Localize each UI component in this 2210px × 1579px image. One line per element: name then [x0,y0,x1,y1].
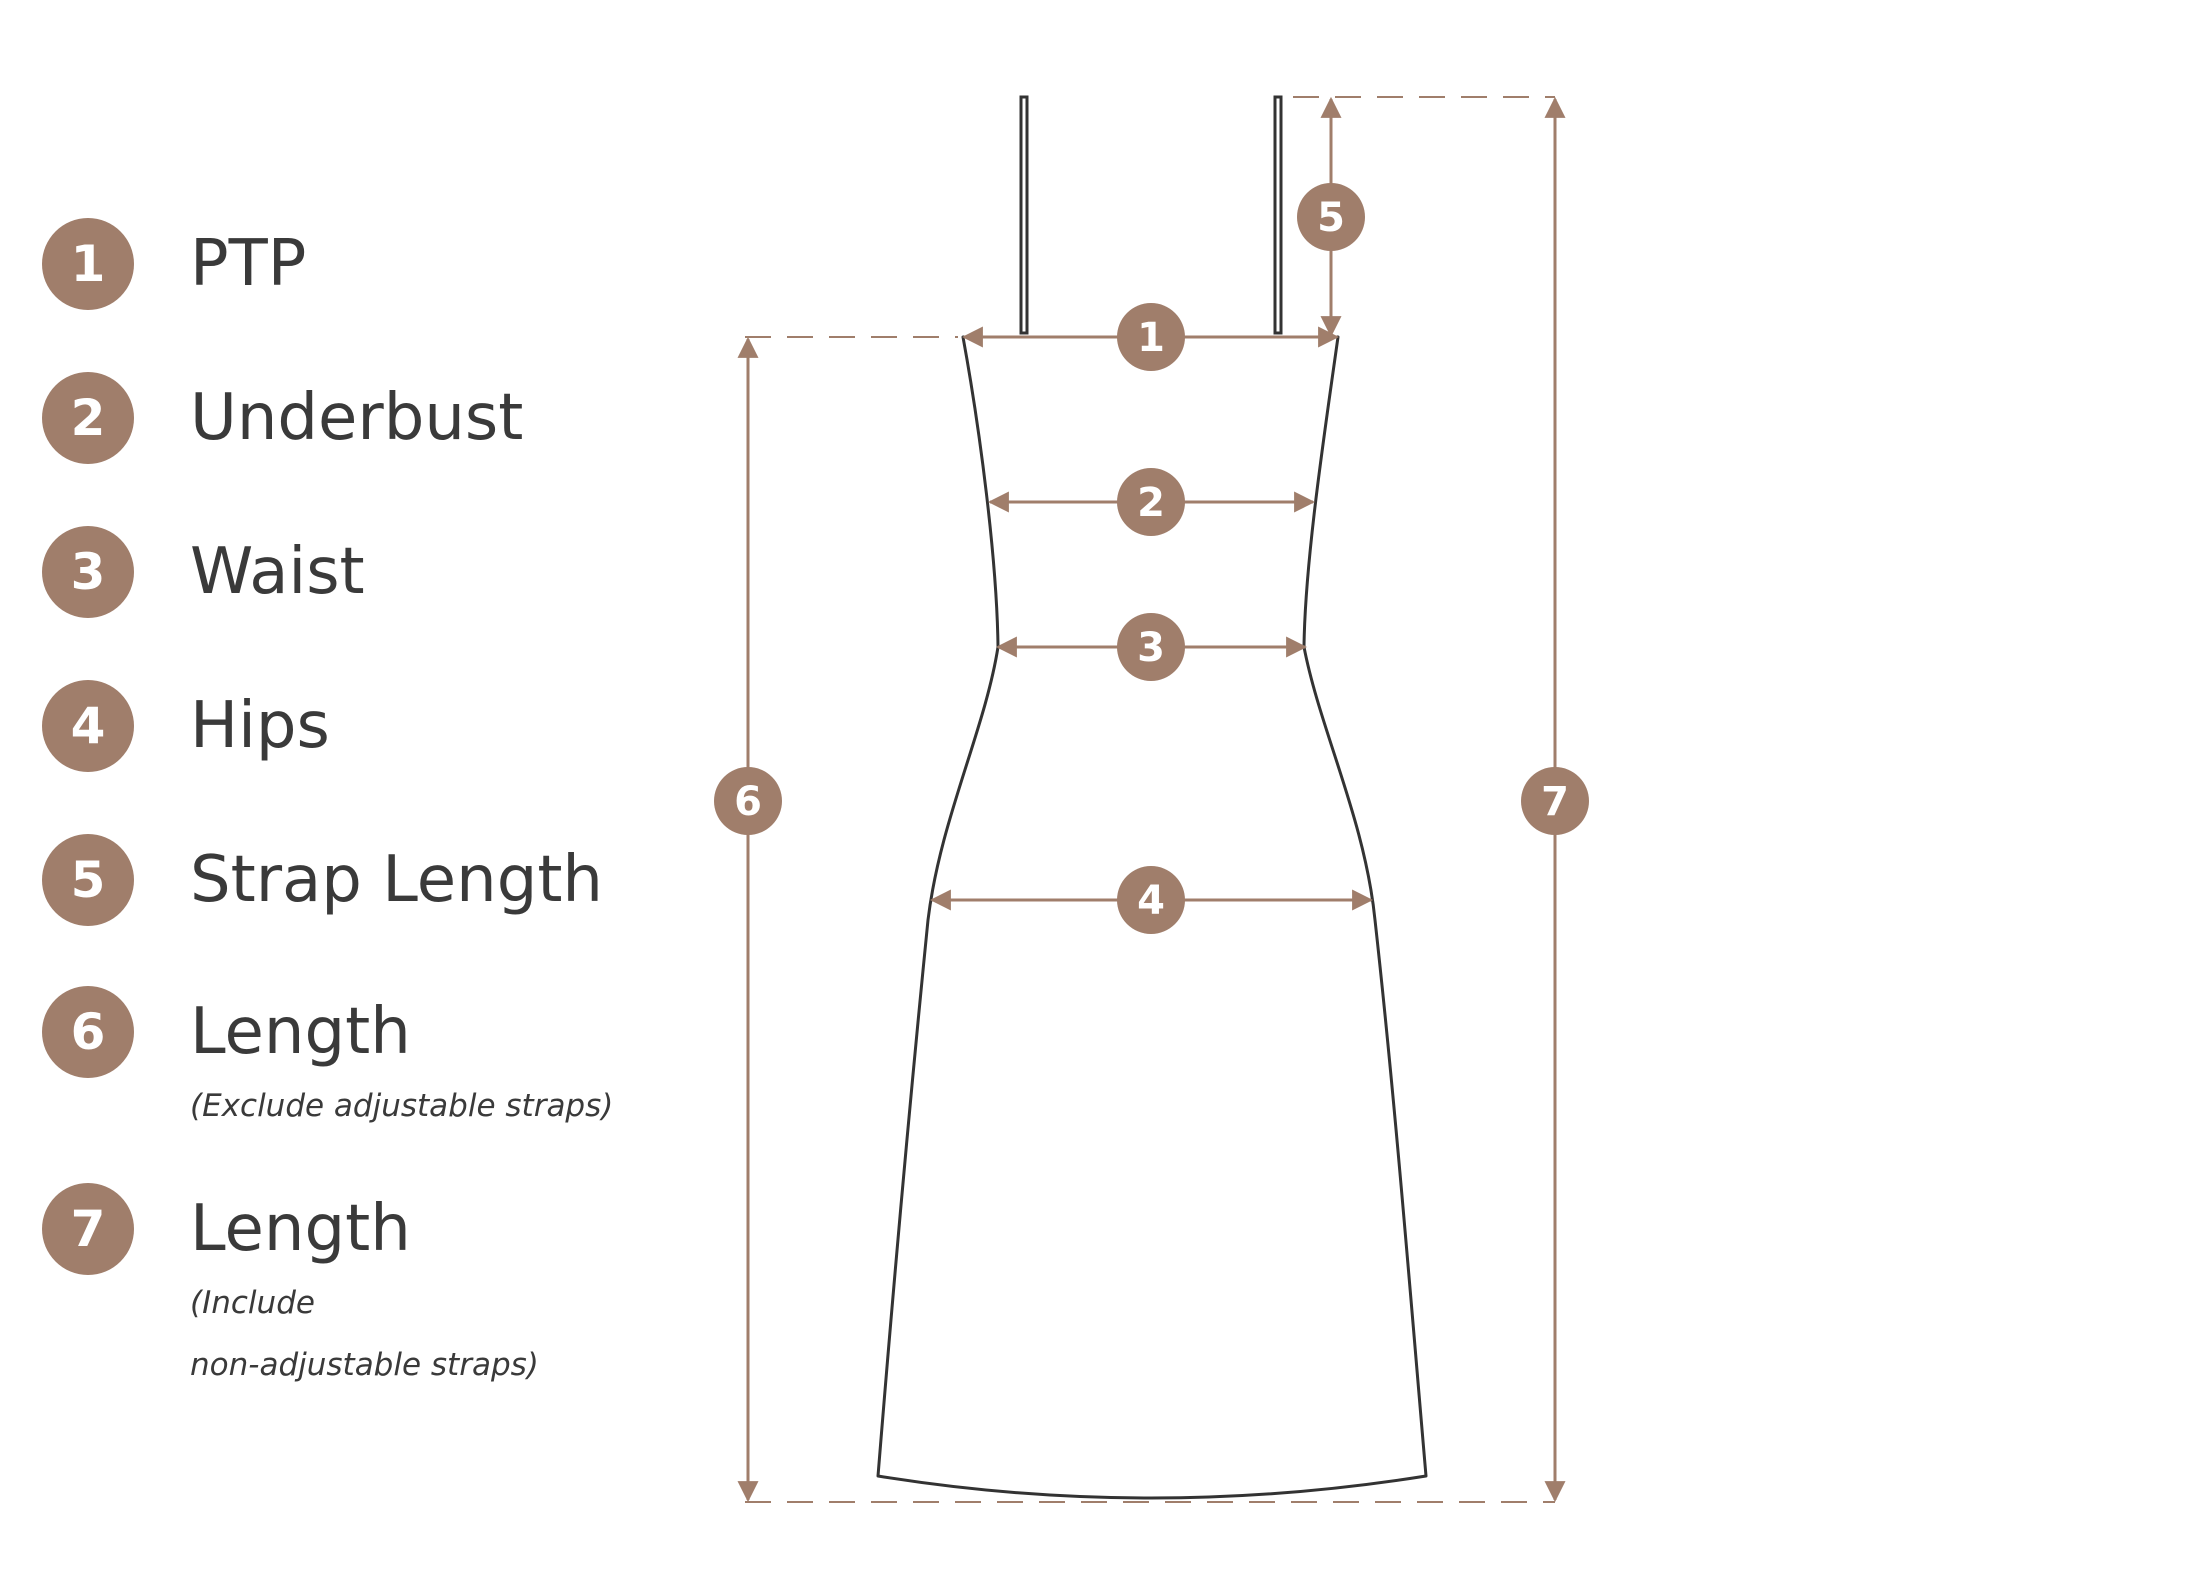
marker-number: 2 [1137,480,1165,526]
marker-waist: 3 [1117,613,1185,681]
marker-circle [1117,303,1185,371]
marker-hips: 4 [1117,866,1185,934]
legend-note: (Exclude adjustable straps) [190,1088,614,1124]
marker-ptp: 1 [1117,303,1185,371]
marker-length-include: 7 [1521,767,1589,835]
dress-outline [876,335,1428,1500]
legend-number-badge: 7 [42,1183,134,1275]
marker-circle [1117,613,1185,681]
measurement-legend: 1 PTP 2 Underbust 3 Waist 4 Hips 5 Strap… [0,0,700,1579]
marker-circle [1297,183,1365,251]
marker-strap-length: 5 [1297,183,1365,251]
marker-length-exclude: 6 [714,767,782,835]
legend-note-line-1: (Include [190,1285,315,1321]
right-strap [1273,95,1283,335]
legend-number-badge: 2 [42,372,134,464]
legend-number-badge: 1 [42,218,134,310]
legend-label: Hips [190,689,330,763]
legend-number-badge: 6 [42,986,134,1078]
left-strap [1019,95,1029,335]
legend-number-badge: 3 [42,526,134,618]
marker-number: 5 [1317,195,1345,241]
marker-number: 7 [1541,779,1569,825]
marker-number: 3 [1137,625,1165,671]
marker-circle [1521,767,1589,835]
legend-label: Underbust [190,381,524,455]
marker-circle [714,767,782,835]
marker-number: 6 [734,779,762,825]
marker-number: 4 [1137,878,1165,924]
marker-circle [1117,866,1185,934]
marker-underbust: 2 [1117,468,1185,536]
legend-number-badge: 4 [42,680,134,772]
legend-label: PTP [190,227,307,301]
marker-circle [1117,468,1185,536]
legend-label: Waist [190,535,365,609]
legend-label: Strap Length [190,843,603,917]
marker-number: 1 [1137,315,1165,361]
legend-label: Length [190,995,411,1069]
legend-number-badge: 5 [42,834,134,926]
legend-label: Length [190,1192,411,1266]
legend-note-line-2: non-adjustable straps) [190,1347,539,1383]
dress-straps [1019,95,1283,335]
